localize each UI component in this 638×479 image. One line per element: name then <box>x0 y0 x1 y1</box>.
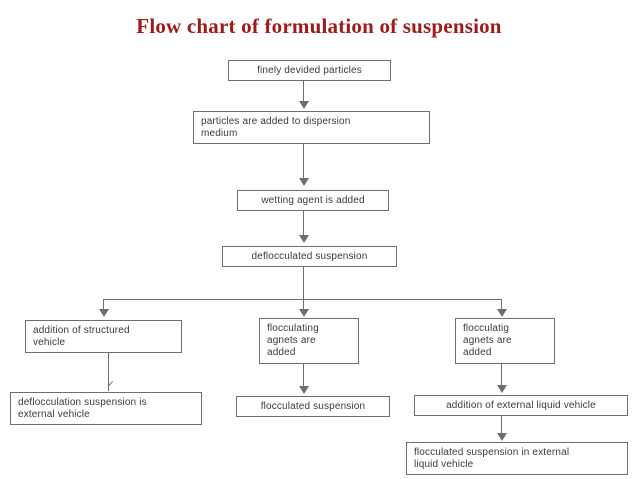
node-deflocculation-suspension-is-external-vehicle: deflocculation suspension is external ve… <box>10 392 202 425</box>
connector-branch-middle-arrow <box>299 309 309 317</box>
connector-n10-n11-line <box>501 416 502 436</box>
connector-n1-n2-line <box>303 81 304 103</box>
node-label: addition of external liquid vehicle <box>446 399 596 411</box>
node-finely-devided-particles: finely devided particles <box>228 60 391 81</box>
node-label-line-2: external vehicle <box>18 409 90 420</box>
node-label-line-1: flocculated suspension in external <box>414 447 570 458</box>
node-label: finely devided particles <box>257 64 362 76</box>
connector-branch-middle-line <box>303 299 304 311</box>
node-addition-of-structured-vehicle: addition of structured vehicle <box>25 320 182 353</box>
connector-n5-n8-line <box>108 353 109 391</box>
node-label-line-1: addition of structured <box>33 325 130 336</box>
node-label: deflocculated suspension <box>251 250 368 262</box>
connector-n1-n2-arrow <box>299 101 309 109</box>
node-flocculated-suspension: flocculated suspension <box>236 396 390 417</box>
connector-branch-right-arrow <box>497 309 507 317</box>
node-label-line-3: added <box>463 347 492 358</box>
node-flocculating-agnets-are-added: flocculating agnets are added <box>259 318 359 364</box>
node-label-line-2: agnets are <box>463 335 512 346</box>
connector-branch-left-line <box>103 299 104 311</box>
connector-n10-n11-arrow <box>497 433 507 441</box>
page-title: Flow chart of formulation of suspension <box>136 14 502 38</box>
connector-n3-n4-line <box>303 211 304 237</box>
node-flocculated-suspension-in-external-liquid-vehicle: flocculated suspension in external liqui… <box>406 442 628 475</box>
node-label: flocculated suspension <box>260 400 366 412</box>
connector-n3-n4-arrow <box>299 235 309 243</box>
connector-branch-left-arrow <box>99 309 109 317</box>
connector-branch-stem <box>303 267 304 299</box>
node-label-line-1: particles are added to dispersion <box>201 116 351 127</box>
connector-n7-n10-line <box>501 364 502 388</box>
node-flocculatig-agnets-are-added: flocculatig agnets are added <box>455 318 555 364</box>
node-label-line-2: vehicle <box>33 337 66 348</box>
node-wetting-agent-is-added: wetting agent is added <box>237 190 389 211</box>
node-label-line-1: flocculating <box>267 323 319 334</box>
node-label-line-2: medium <box>201 128 238 139</box>
node-label-line-2: agnets are <box>267 335 316 346</box>
node-label-line-2: liquid vehicle <box>414 459 474 470</box>
connector-n6-n9-line <box>303 364 304 388</box>
connector-n7-n10-arrow <box>497 385 507 393</box>
connector-branch-bar <box>103 299 501 300</box>
node-particles-added-to-dispersion-medium: particles are added to dispersion medium <box>193 111 430 144</box>
node-label-line-1: flocculatig <box>463 323 510 334</box>
node-deflocculated-suspension: deflocculated suspension <box>222 246 397 267</box>
node-label: wetting agent is added <box>261 194 365 206</box>
connector-n2-n3-line <box>303 144 304 180</box>
node-label-line-3: added <box>267 347 296 358</box>
node-label-line-1: deflocculation suspension is <box>18 397 147 408</box>
connector-n2-n3-arrow <box>299 178 309 186</box>
connector-n6-n9-arrow <box>299 386 309 394</box>
node-addition-of-external-liquid-vehicle: addition of external liquid vehicle <box>414 395 628 416</box>
connector-branch-right-line <box>501 299 502 311</box>
